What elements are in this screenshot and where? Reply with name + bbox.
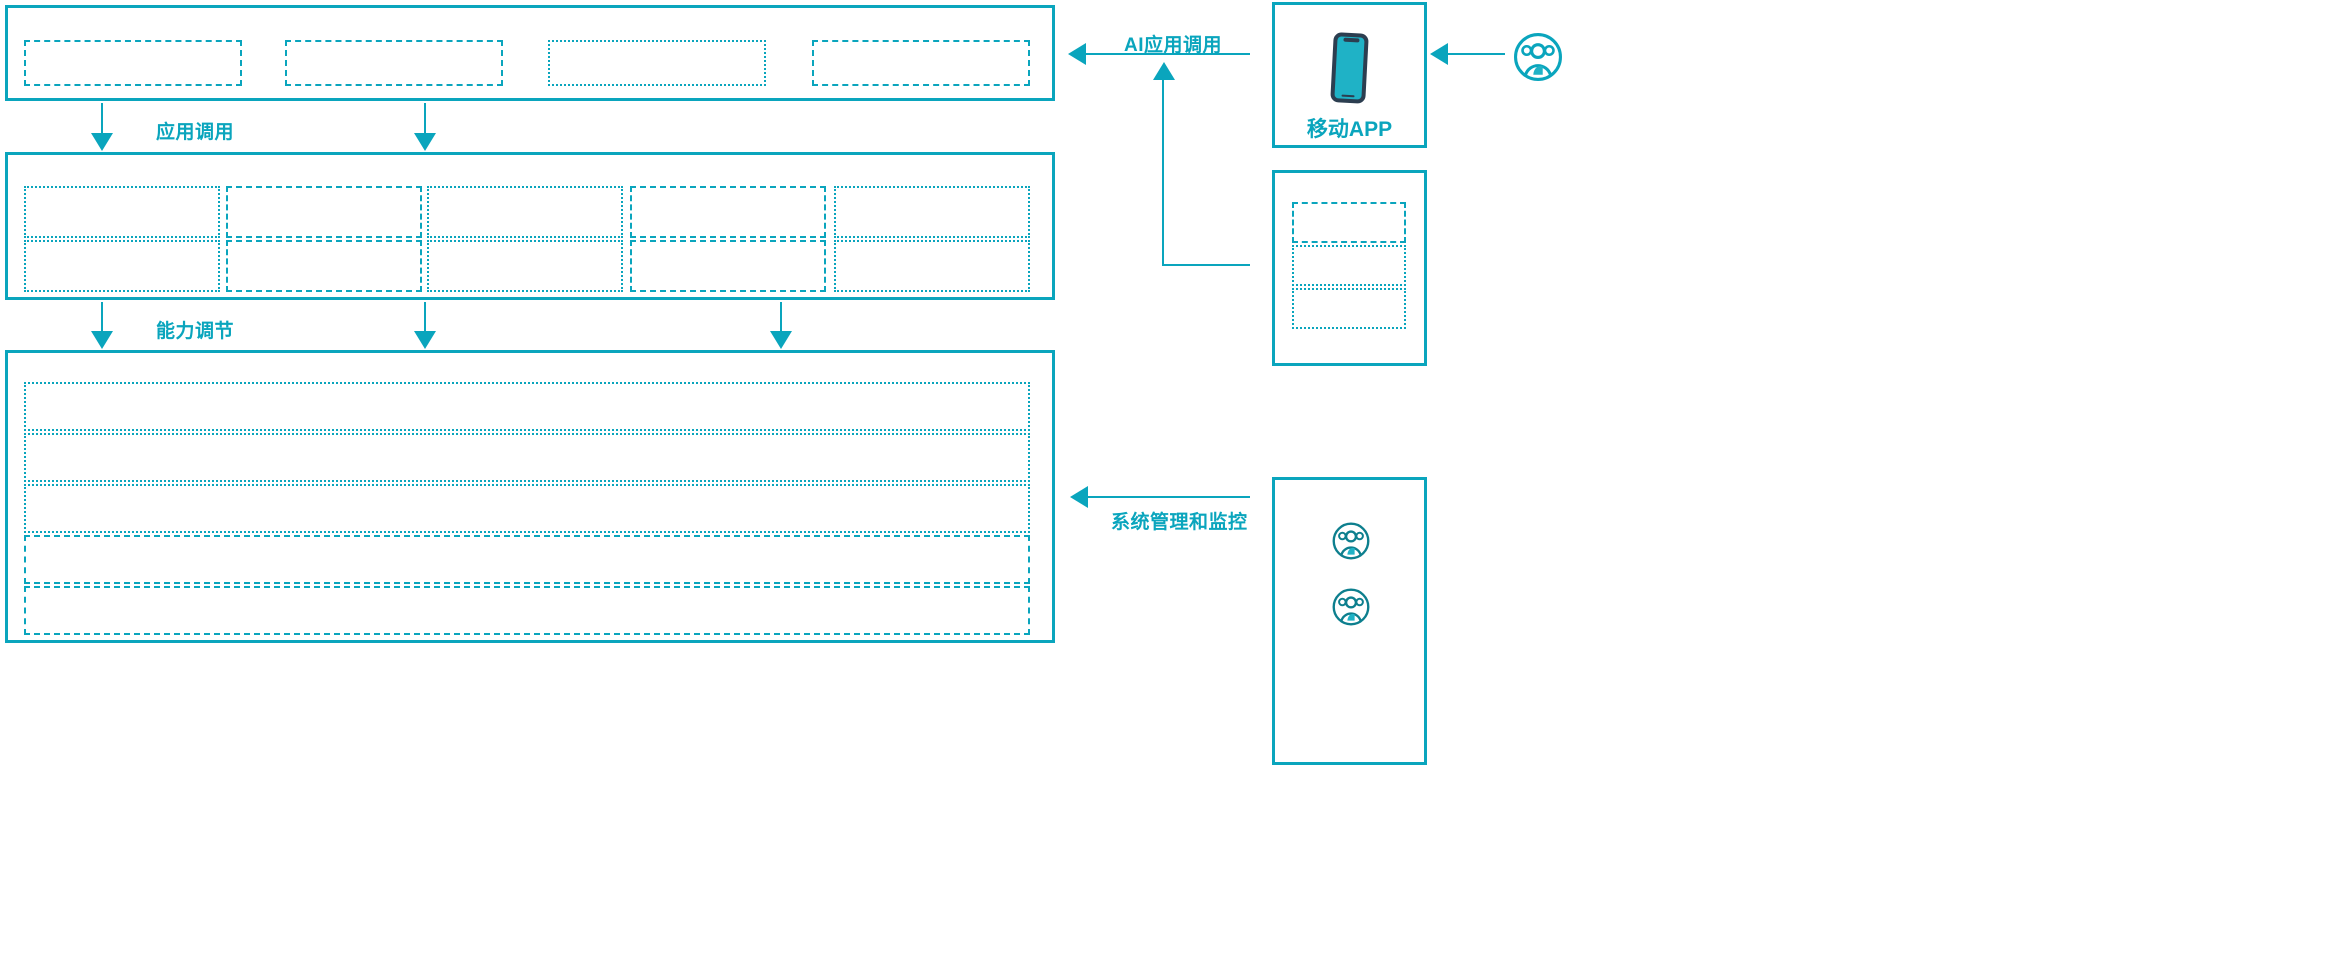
end-user-connector-head [1430,43,1448,65]
list-panel-row-1[interactable] [1292,202,1406,243]
capability-box-r1c1[interactable] [24,186,220,238]
list-panel-row-2[interactable] [1292,245,1406,286]
ai-app-invoke-head [1068,43,1086,65]
capability-box-r2c3[interactable] [427,240,623,292]
admin-users-panel [1272,477,1427,765]
admin-user-group-icon-2[interactable] [1331,586,1371,633]
end-user-group-icon[interactable] [1512,30,1564,89]
capability-tune-arrow-3-shaft [780,302,782,338]
ai-app-invoke-riser-head [1153,62,1175,80]
list-panel-row-3[interactable] [1292,288,1406,329]
capability-box-r1c4[interactable] [630,186,826,238]
capability-box-r1c3[interactable] [427,186,623,238]
admin-user-group-icon-1[interactable] [1331,520,1371,567]
ai-app-invoke-label: AI应用调用 [1124,35,1223,56]
capability-box-r2c4[interactable] [630,240,826,292]
ai-app-invoke-riser [1162,66,1164,266]
mobile-phone-icon [1330,32,1372,111]
app-invoke-arrow-1-shaft [101,103,103,139]
ai-app-invoke-riser-foot [1162,264,1250,266]
capability-tune-arrow-1-head [91,331,113,349]
app-invoke-arrow-1-head [91,133,113,151]
application-box-2[interactable] [285,40,503,86]
platform-row-3[interactable] [24,484,1030,533]
system-manage-monitor-shaft [1088,496,1250,498]
end-user-connector-shaft [1447,53,1505,55]
capability-tune-arrow-2-shaft [424,302,426,338]
capability-box-r1c2[interactable] [226,186,422,238]
platform-row-2[interactable] [24,433,1030,482]
system-manage-monitor-label: 系统管理和监控 [1111,512,1248,533]
platform-row-5[interactable] [24,586,1030,635]
ai-app-invoke-shaft [1085,53,1250,55]
mobile-app-caption: 移动APP [1306,118,1393,141]
capability-tune-arrow-3-head [770,331,792,349]
capability-tune-arrow-2-head [414,331,436,349]
app-invoke-arrow-2-head [414,133,436,151]
platform-row-1[interactable] [24,382,1030,431]
capability-tune-label: 能力调节 [156,321,235,342]
capability-box-r2c5[interactable] [834,240,1030,292]
app-invoke-label: 应用调用 [156,122,235,143]
capability-tune-arrow-1-shaft [101,302,103,338]
capability-box-r1c5[interactable] [834,186,1030,238]
application-box-1[interactable] [24,40,242,86]
application-box-4[interactable] [812,40,1030,86]
application-box-3[interactable] [548,40,766,86]
system-manage-monitor-head [1070,486,1088,508]
capability-box-r2c1[interactable] [24,240,220,292]
platform-row-4[interactable] [24,535,1030,584]
capability-box-r2c2[interactable] [226,240,422,292]
app-invoke-arrow-2-shaft [424,103,426,139]
